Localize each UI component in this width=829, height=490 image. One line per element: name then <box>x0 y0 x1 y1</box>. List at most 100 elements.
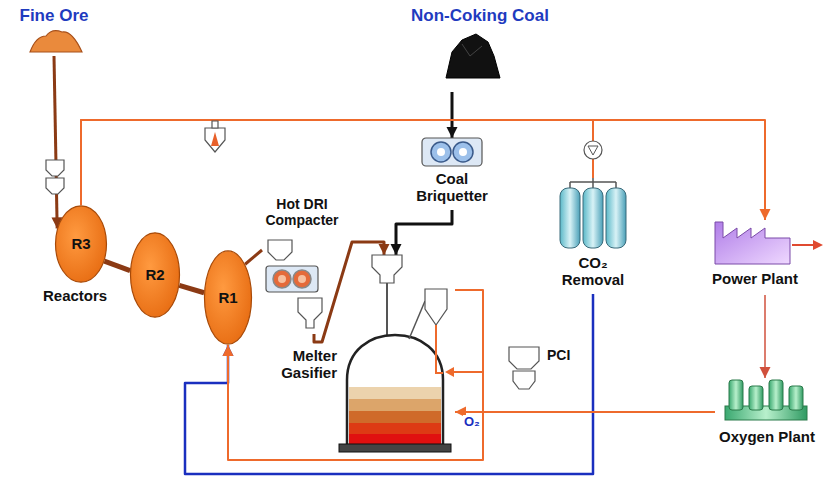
reactor-vessel: R1 <box>204 250 252 345</box>
flow-line-path <box>455 411 715 413</box>
reactor-vessel-part-part <box>131 233 180 317</box>
coal-lump-part <box>446 34 500 78</box>
dust-return-arrow-part <box>452 371 483 373</box>
reactor-vessel: R2 <box>130 232 180 318</box>
melter-gasifier-part-part <box>436 325 443 373</box>
flow-line-path <box>764 295 766 378</box>
group-label: Reactors <box>42 287 108 304</box>
dri-compactor-part-part <box>278 275 286 283</box>
oxygen-plant-part-part <box>749 386 763 410</box>
melter-gasifier-part-part <box>349 411 441 423</box>
text-holder: Power Plant <box>705 270 805 287</box>
flow-line-path <box>104 261 130 271</box>
dri-compactor-part-part <box>298 275 306 283</box>
power-export-arrow-part <box>813 240 823 250</box>
node-label: R3 <box>55 235 107 252</box>
melter-gasifier-part-part <box>339 444 451 452</box>
co2-removal-unit-part-part <box>560 188 580 248</box>
flow-line-path <box>396 210 452 255</box>
text-holder: Fine Ore <box>12 6 96 26</box>
melter-gasifier-part-part <box>409 301 425 339</box>
gas-compressor <box>584 141 602 159</box>
text-holder: CO₂ Removal <box>548 254 638 289</box>
coal-briquetter-part-part <box>453 142 473 162</box>
coal-source: Non-Coking Coal <box>405 6 555 92</box>
flow-line <box>81 120 771 220</box>
melter-gasifier-part <box>345 255 455 455</box>
text-holder: R1 <box>204 289 252 306</box>
flow-line-path <box>245 250 262 264</box>
dri-compactor-part-part <box>268 240 292 260</box>
co2-removal-unit-part-part <box>570 178 616 188</box>
ore-hopper <box>46 160 64 194</box>
flow-line <box>223 290 484 460</box>
flow-line-path <box>81 120 765 220</box>
melter-gasifier-part-part <box>349 423 441 434</box>
node-label: R2 <box>130 266 180 283</box>
dust-cyclone-part <box>212 121 218 128</box>
dust-cyclone-part <box>211 132 219 146</box>
arrow-head <box>223 345 234 356</box>
ore-source: Fine Ore <box>12 6 96 56</box>
reactor-vessel: R3 <box>55 205 107 283</box>
reactor-vessel-part-part <box>56 206 107 282</box>
co2-removal-unit: CO₂ Removal <box>548 178 638 294</box>
flow-line-path <box>179 285 204 292</box>
flow-line <box>245 250 262 264</box>
arrow-head <box>379 244 390 255</box>
flow-line <box>104 261 130 271</box>
oxygen-plant-part-part <box>769 380 783 410</box>
arrow-head <box>760 209 771 220</box>
arrow-head <box>760 367 771 378</box>
dust-return-arrow <box>445 367 483 377</box>
flow-line-path <box>228 290 483 460</box>
node-label: PCI <box>547 347 570 363</box>
gas-compressor-part <box>584 141 602 159</box>
fine-ore-pile <box>30 31 82 52</box>
pci-hopper-part <box>505 345 585 391</box>
node-label: Hot DRI Compacter <box>262 196 342 228</box>
ore-hopper-part <box>46 178 64 194</box>
flow-line <box>51 56 62 228</box>
node-label: CO₂ Removal <box>548 254 638 289</box>
melter-gasifier-part-part <box>386 283 388 335</box>
oxygen-plant-part-part <box>789 386 803 410</box>
text-holder: Non-Coking Coal <box>405 6 555 26</box>
arrow-head <box>447 127 458 138</box>
power-plant-part-part <box>715 222 790 264</box>
melter-gasifier-part-part <box>349 399 441 411</box>
edge-label: O₂ <box>463 415 481 430</box>
text-holder: R2 <box>130 266 180 283</box>
pci-hopper-part-part <box>513 371 535 389</box>
dri-compactor: Hot DRI Compacter <box>262 196 342 334</box>
dust-cyclone <box>205 121 225 152</box>
oxygen-plant: Oxygen Plant <box>715 378 819 452</box>
dri-compactor-part-part <box>273 270 291 288</box>
node-label: Fine Ore <box>12 6 96 26</box>
ore-hopper-part <box>46 160 64 176</box>
fine-ore-pile-part <box>30 31 82 52</box>
coal-briquetter: Coal Briquetter <box>410 138 494 210</box>
melter-gasifier-part-part <box>347 335 443 445</box>
coal-briquetter-part-part <box>459 148 467 156</box>
node-label: Melter Gasifier <box>263 347 337 382</box>
node-label: Power Plant <box>705 270 805 287</box>
melter-gasifier-part-part <box>349 387 441 399</box>
power-plant: Power Plant <box>705 220 805 295</box>
coal-lump <box>446 34 500 78</box>
flow-line <box>760 295 771 378</box>
text-holder: Coal Briquetter <box>410 170 494 205</box>
coal-briquetter-part-part <box>437 148 445 156</box>
melter-gasifier-part-part <box>349 434 441 444</box>
coal-briquetter-part-part <box>422 138 482 166</box>
arrow-head <box>391 244 402 255</box>
co2-removal-unit-part-part <box>583 188 603 248</box>
pci-hopper: PCI <box>505 345 585 391</box>
gas-compressor-part <box>588 146 598 155</box>
node-label: Coal Briquetter <box>410 170 494 205</box>
text-holder: Oxygen Plant <box>715 428 819 445</box>
flow-line <box>447 92 458 138</box>
power-export-arrow <box>792 240 823 250</box>
node-label: Oxygen Plant <box>715 428 819 445</box>
